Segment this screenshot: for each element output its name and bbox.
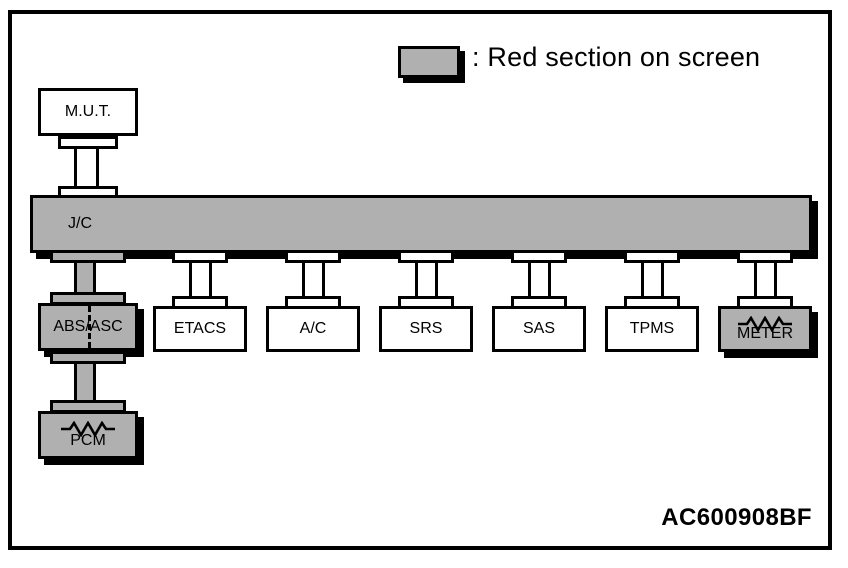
legend-gray-swatch xyxy=(398,46,460,78)
tpms-node[interactable]: TPMS xyxy=(605,306,699,352)
tpms-upper-connector-tab xyxy=(624,250,680,263)
mut-tester-label: M.U.T. xyxy=(64,103,112,120)
meter-upper-connector-tab xyxy=(737,250,793,263)
tpms-label: TPMS xyxy=(629,320,675,337)
meter-label: METER xyxy=(737,325,793,342)
junction-connector-bar[interactable]: J/C xyxy=(30,195,812,253)
mut-wire-right xyxy=(96,149,99,191)
abs-asc-dashed-divider xyxy=(88,306,91,348)
sas-node[interactable]: SAS xyxy=(492,306,586,352)
etacs-wire-left xyxy=(189,263,192,302)
srs-wire-right xyxy=(435,263,438,302)
meter-wire-right xyxy=(774,263,777,302)
srs-node[interactable]: SRS xyxy=(379,306,473,352)
ac-node[interactable]: A/C xyxy=(266,306,360,352)
legend: : Red section on screen xyxy=(398,42,798,86)
sas-wire-right xyxy=(548,263,551,302)
etacs-wire-right xyxy=(209,263,212,302)
pcm-label: PCM xyxy=(70,432,106,449)
junction-connector-label: J/C xyxy=(68,215,92,232)
legend-label: : Red section on screen xyxy=(472,42,761,72)
etacs-node[interactable]: ETACS xyxy=(153,306,247,352)
ac-wire-right xyxy=(322,263,325,302)
ac-upper-connector-tab xyxy=(285,250,341,263)
srs-wire-left xyxy=(415,263,418,302)
abs-asc-upper-connector-tab xyxy=(50,250,126,263)
meter-wire-left xyxy=(754,263,757,302)
meter-node[interactable]: METER xyxy=(718,306,812,352)
pcm-cable xyxy=(74,364,96,408)
etacs-upper-connector-tab xyxy=(172,250,228,263)
pcm-terminating-resistor-icon xyxy=(61,421,115,437)
abs-asc-lower-connector-tab xyxy=(50,351,126,364)
tpms-wire-left xyxy=(641,263,644,302)
ac-label: A/C xyxy=(299,320,327,337)
mut-tester-node[interactable]: M.U.T. xyxy=(38,88,138,136)
reference-code: AC600908BF xyxy=(661,504,812,531)
ac-wire-left xyxy=(302,263,305,302)
diagram-frame xyxy=(8,10,832,550)
srs-upper-connector-tab xyxy=(398,250,454,263)
meter-terminating-resistor-icon xyxy=(738,316,792,332)
sas-upper-connector-tab xyxy=(511,250,567,263)
mut-lower-connector-tab xyxy=(58,136,118,149)
abs-asc-upper-cable xyxy=(74,263,96,299)
abs-asc-label: ABS/ASC xyxy=(53,318,123,335)
srs-label: SRS xyxy=(409,320,443,337)
pcm-node[interactable]: PCM xyxy=(38,411,138,459)
tpms-wire-right xyxy=(661,263,664,302)
mut-wire-left xyxy=(74,149,77,191)
sas-wire-left xyxy=(528,263,531,302)
abs-asc-node[interactable]: ABS/ASC xyxy=(38,303,138,351)
sas-label: SAS xyxy=(522,320,555,337)
etacs-label: ETACS xyxy=(173,320,227,337)
